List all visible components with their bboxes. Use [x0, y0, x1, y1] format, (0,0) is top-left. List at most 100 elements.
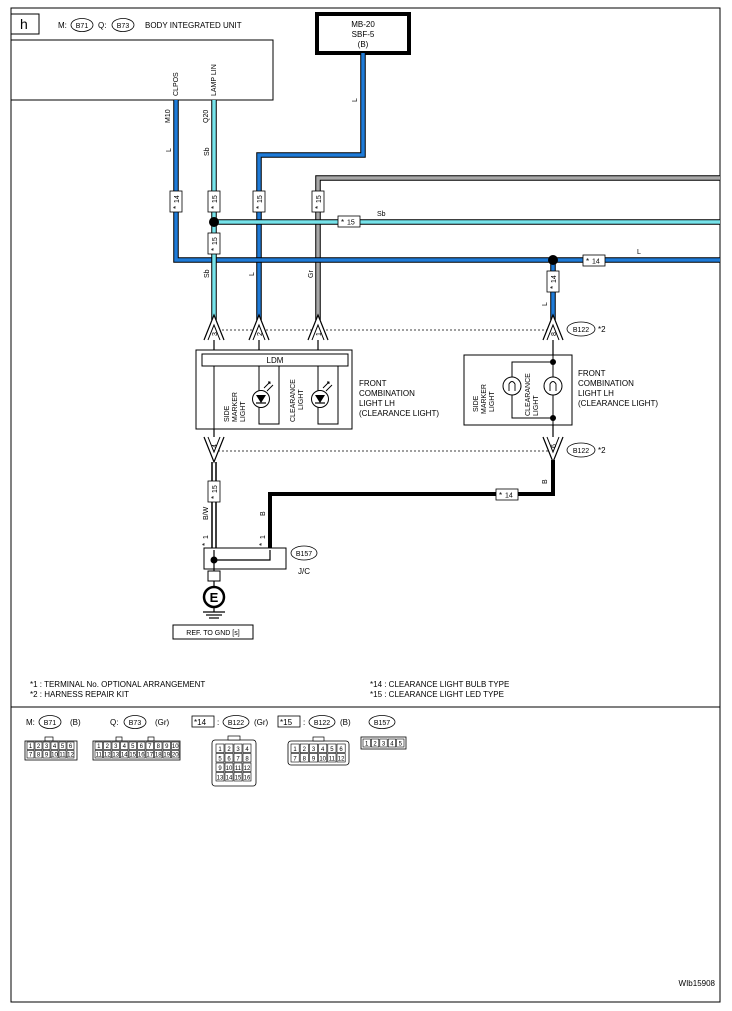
lamp-bulb-name-3: LIGHT LH	[578, 389, 614, 398]
tag-14-ground: * 14	[495, 488, 519, 501]
pin-cell	[215, 753, 225, 763]
wire-m10-blue	[174, 100, 720, 262]
bulb-symbol-2	[543, 376, 563, 396]
side-marker-label-1: SIDE	[224, 405, 231, 422]
pin-cell	[162, 750, 171, 759]
pin-number: 3	[45, 744, 49, 750]
pin-cell	[34, 741, 43, 750]
jc-bus	[214, 550, 271, 561]
bcm-pin-clpos: CLPOS	[173, 72, 180, 96]
pin-number: 4	[321, 747, 325, 753]
pin-number: 12	[244, 766, 251, 772]
pin-number: 8	[157, 744, 161, 750]
wire-label-gr-lower: Gr	[308, 270, 315, 278]
svg-text:4: 4	[212, 444, 219, 448]
legend-s15-box	[277, 715, 301, 728]
tag-15-bw: * 15	[207, 480, 221, 503]
ground-ref-box	[172, 624, 254, 640]
svg-text:2: 2	[257, 332, 264, 336]
pin-6: 6	[542, 425, 564, 464]
pin-cell	[233, 753, 243, 763]
led-symbol-2	[311, 381, 333, 408]
pin-number: 7	[293, 757, 297, 763]
bcm-term-q20: Q20	[203, 110, 210, 123]
pin-cell	[224, 743, 234, 753]
note-1: *1 : TERMINAL No. OPTIONAL ARRANGEMENT	[30, 680, 205, 689]
svg-text:*: *	[172, 206, 181, 209]
pin-cell	[66, 741, 75, 750]
legend-b157-oval	[368, 715, 396, 729]
tag-15-q20: * 15	[207, 190, 221, 213]
svg-text:15: 15	[316, 195, 323, 203]
svg-text:1: 1	[316, 332, 323, 336]
pin-cell	[66, 750, 75, 759]
pin-number: 11	[96, 753, 103, 759]
wire-fuse-blue	[257, 53, 365, 320]
pin-number: 16	[244, 776, 251, 782]
pin-number: 5	[399, 742, 403, 748]
legend-b73-oval	[123, 715, 147, 729]
pin-cell	[171, 750, 180, 759]
wire-label-b-left: B	[260, 511, 267, 516]
svg-text:15: 15	[347, 220, 355, 227]
pin-number: 1	[29, 744, 33, 750]
svg-text:*2: *2	[598, 325, 606, 334]
pin-cell	[58, 750, 67, 759]
pin-cell	[371, 738, 380, 748]
pin-number: 9	[165, 744, 169, 750]
bcm-title: BODY INTEGRATED UNIT	[145, 21, 242, 30]
pin-cell	[162, 741, 171, 750]
pin-cell	[327, 743, 337, 753]
jc-star1-right-num: 1	[260, 535, 267, 539]
jc-star1-left-num: 1	[203, 535, 210, 539]
bcm-box	[10, 39, 274, 101]
bulb-side-label-1: SIDE	[473, 395, 480, 412]
wire-label-l-rh: L	[542, 302, 549, 306]
wire-fuse-blue-outline	[256, 53, 366, 320]
svg-text:3: 3	[212, 332, 219, 336]
pin-cell	[309, 753, 318, 763]
pin-number: 1	[365, 742, 369, 748]
note-15: *15 : CLEARANCE LIGHT LED TYPE	[370, 690, 504, 699]
pin-number: 12	[104, 753, 111, 759]
lamp-led-name-4: (CLEARANCE LIGHT)	[359, 409, 439, 418]
wire-black-ground	[268, 460, 555, 550]
pin-cell	[50, 750, 59, 759]
note-2: *2 : HARNESS REPAIR KIT	[30, 690, 129, 699]
pin-cell	[171, 741, 180, 750]
fuse-line2: SBF-5	[352, 30, 375, 39]
pin-cell	[242, 743, 252, 753]
wire-label-sb-q20: Sb	[204, 147, 211, 156]
lamp-bulb-name-4: (CLEARANCE LIGHT)	[578, 399, 658, 408]
legend-b122b: B122	[314, 720, 330, 727]
pin-cell	[128, 741, 137, 750]
pin-number: 5	[218, 757, 222, 763]
pin-number: 11	[235, 766, 242, 772]
pin-cell	[290, 753, 300, 763]
bcm-conn-m-oval	[70, 18, 94, 32]
pin-number: 5	[131, 744, 135, 750]
legend-q-prefix: Q:	[110, 718, 118, 727]
bcm-q-prefix: Q:	[98, 21, 106, 30]
tag-15-fuse-blue: * 15	[252, 190, 266, 213]
pin-number: 2	[106, 744, 110, 750]
pin-cell	[224, 772, 234, 782]
legend-b71: B71	[44, 720, 57, 727]
pin-number: 3	[312, 747, 316, 753]
svg-text:*: *	[549, 286, 558, 289]
legend-m-prefix: M:	[26, 718, 35, 727]
pin-number: 9	[218, 766, 222, 772]
pin-cell	[215, 772, 225, 782]
page-letter: h	[20, 16, 28, 32]
note-14: *14 : CLEARANCE LIGHT BULB TYPE	[370, 680, 509, 689]
pin-number: 8	[303, 757, 307, 763]
svg-text:14: 14	[592, 259, 600, 266]
svg-text:*: *	[210, 206, 219, 209]
page-frame	[10, 7, 721, 1003]
pin-cell	[42, 750, 51, 759]
legend-b73: B73	[129, 720, 142, 727]
tag-15-sb-lower: * 15	[207, 232, 221, 255]
legend-b122b-oval	[308, 715, 336, 729]
fuse-box	[315, 12, 411, 55]
pin-number: 7	[29, 753, 33, 759]
